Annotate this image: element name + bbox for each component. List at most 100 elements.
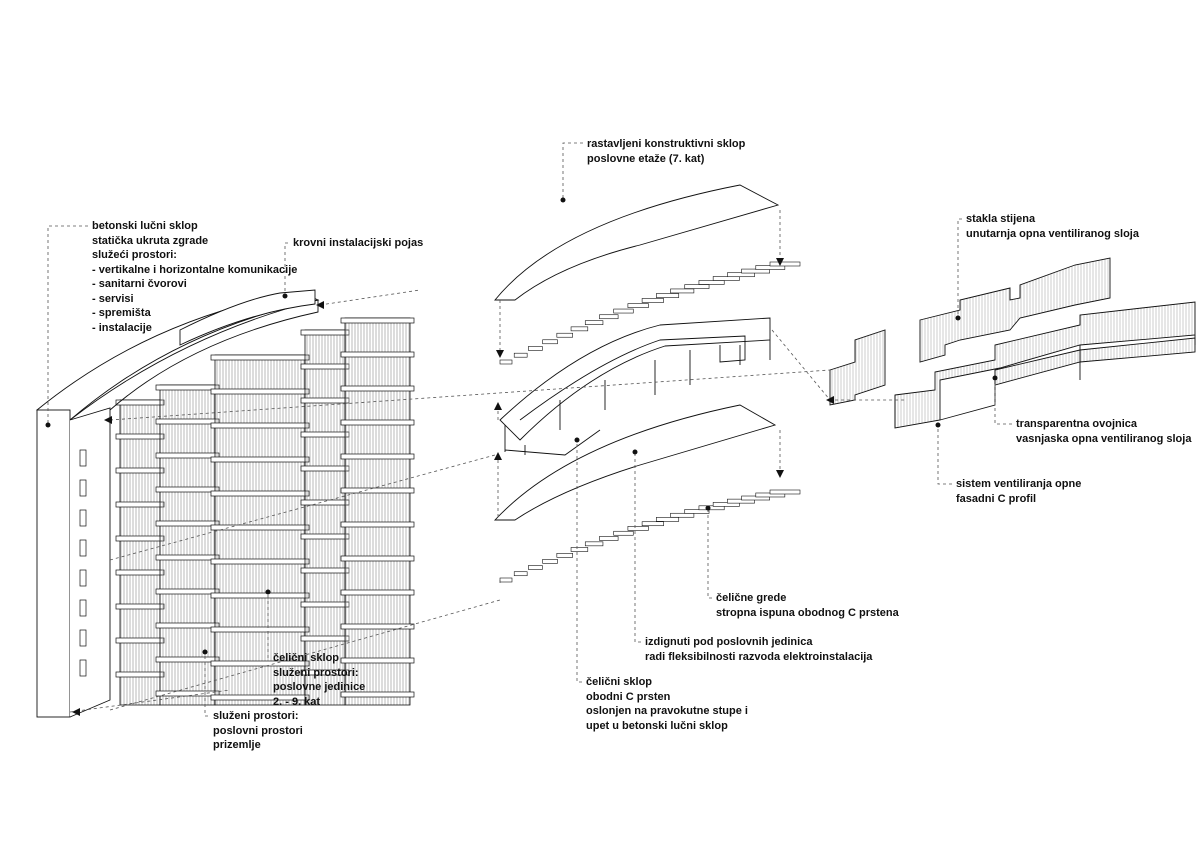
floor-slab [210, 354, 310, 361]
label-transparent-envelope: transparentna ovojnica vasnjaska opna ve… [1016, 417, 1191, 446]
label-line: stakla stijena [966, 213, 1036, 225]
label-line: krovni instalacijski pojas [293, 237, 424, 249]
floor-slab [210, 490, 310, 497]
outer-glass-wall [894, 301, 1196, 429]
floor-slab [115, 433, 165, 440]
floor-slab [300, 601, 350, 608]
steel-beam-slat [528, 565, 543, 570]
floor-slab [340, 521, 415, 528]
label-line: čelične grede [716, 592, 787, 604]
concrete-arc-inner [69, 299, 319, 421]
concrete-arc-side [69, 407, 111, 718]
label-line: izdignuti pod poslovnih jedinica [645, 636, 813, 648]
floor-slab [340, 555, 415, 562]
label-line: - sanitarni čvorovi [92, 278, 187, 290]
steel-beam-slat [613, 308, 634, 314]
label-line: upet u betonski lučni sklop [586, 719, 728, 732]
exploded-floor [493, 184, 801, 583]
floor-slab [340, 385, 415, 392]
floor-slab [340, 419, 415, 426]
floor-slab [155, 588, 220, 595]
floor-slab [300, 431, 350, 438]
steel-beam-slat [698, 280, 725, 285]
floor-slab [115, 569, 165, 576]
steel-beam-slat [499, 359, 513, 365]
floor-slab [115, 637, 165, 644]
floor-slab [115, 535, 165, 542]
steel-beam-slat [584, 541, 604, 547]
floor-slab [300, 533, 350, 540]
roof-belt [179, 289, 316, 346]
floor-slab [155, 452, 220, 459]
steel-beam-slat [528, 346, 543, 351]
floor-slab [300, 465, 350, 472]
label-line: betonski lučni sklop [92, 220, 198, 232]
steel-beam-slat [656, 517, 680, 522]
label-line: stropna ispuna obodnog C prstena [716, 606, 899, 619]
steel-beam-slat [570, 547, 589, 552]
floor-slab [155, 554, 220, 561]
steel-beam-slat [641, 521, 664, 527]
steel-beam-slat [584, 320, 604, 325]
label-line: - instalacije [92, 321, 152, 334]
steel-beam-slat [599, 536, 619, 541]
label-steel-ring: čelični sklop obodni C prsten oslonjen n… [586, 675, 748, 733]
floor-slab [155, 656, 220, 663]
markers [45, 197, 998, 716]
label-line: vasnjaska opna ventiliranog sloja [1016, 432, 1192, 445]
floor-slab [300, 397, 350, 404]
label-line: služeni prostori: [273, 666, 359, 679]
floor-slab [300, 499, 350, 506]
facade-block [344, 317, 411, 706]
steel-beam-slat [513, 352, 528, 358]
steel-beam-slat [712, 502, 740, 507]
label-line: prizemlje [213, 739, 261, 751]
steel-ring-inner [519, 335, 746, 421]
steel-beam-slat [627, 303, 649, 308]
floor-slab [300, 363, 350, 370]
steel-beam-slat [641, 298, 664, 303]
label-line: sistem ventiliranja opne [956, 478, 1082, 490]
steel-beam-slat [599, 314, 619, 320]
floor-slab [340, 589, 415, 596]
service-opening [79, 479, 87, 497]
steel-beam-slat [769, 261, 801, 267]
steel-beam-slat [727, 272, 755, 278]
label-line: radi fleksibilnosti razvoda elektroinsta… [645, 650, 873, 663]
label-line: služeni prostori: [213, 710, 299, 722]
steel-beam-slat [712, 276, 740, 281]
floor-slab [210, 626, 310, 633]
label-line: oslonjen na pravokutne stupe i [586, 705, 748, 717]
label-line: čelični sklop [586, 676, 653, 688]
floor-slab [155, 520, 220, 527]
label-line: statička ukruta zgrade [92, 234, 209, 247]
steel-floor-structure [115, 317, 415, 706]
steel-beam-slat [513, 571, 528, 577]
label-line: fasadni C profil [956, 492, 1037, 505]
concrete-arc-column [36, 409, 71, 718]
service-opening [79, 599, 87, 617]
floor-slab [340, 487, 415, 494]
floor-slab [300, 635, 350, 642]
floor-slab [340, 317, 415, 324]
floor-slab [115, 501, 165, 508]
floor-slab [210, 456, 310, 463]
floor-slab [340, 453, 415, 460]
steel-beam-slat [542, 559, 558, 564]
floor-slab [115, 603, 165, 610]
steel-beam-slat [542, 339, 558, 345]
floor-slab [340, 657, 415, 664]
steel-beam-slat [556, 332, 573, 338]
label-line: - servisi [92, 292, 134, 305]
label-exploded-floor: rastavljeni konstruktivni sklop poslovne… [587, 137, 745, 166]
label-line: unutarnja opna ventiliranog sloja [966, 227, 1139, 240]
steel-beam-slat [613, 530, 634, 536]
steel-beam-slat [698, 505, 725, 511]
bottom-arc-slab [493, 404, 777, 521]
facade-block [304, 329, 346, 706]
floor-slab [210, 422, 310, 429]
label-line: služeći prostori: [92, 249, 177, 261]
steel-beam-slat [684, 284, 710, 289]
